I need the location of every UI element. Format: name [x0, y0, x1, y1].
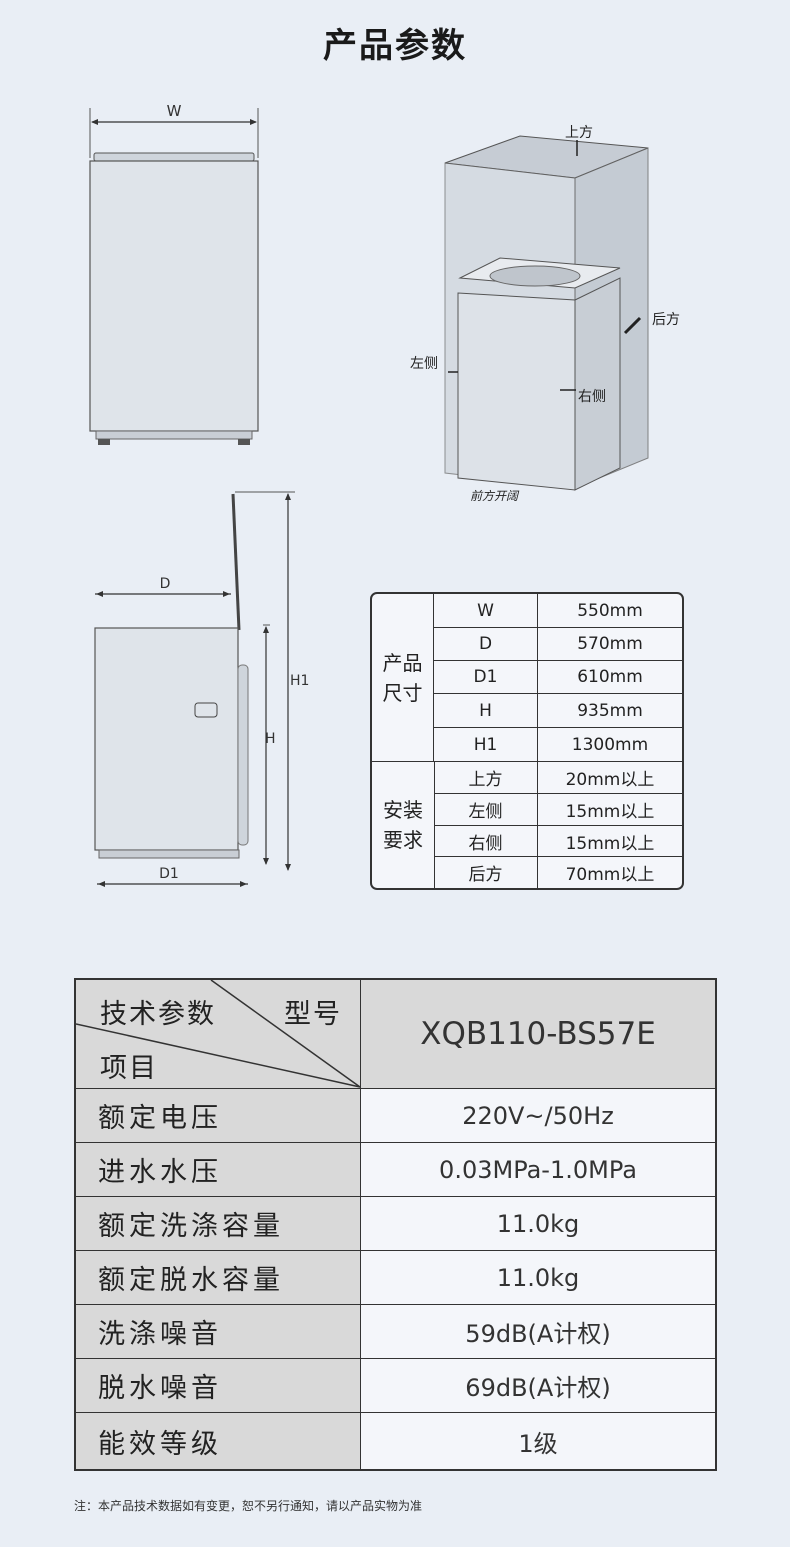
- model-label: 型号: [284, 999, 342, 1030]
- clearance-left-label: 左侧: [410, 356, 438, 372]
- width-label: W: [167, 102, 182, 120]
- model-value: XQB110-BS57E: [361, 980, 715, 1088]
- group-install-requirement: 安装 要求: [372, 762, 435, 888]
- diagonal-divider: [76, 980, 361, 1088]
- depth-label: D: [160, 576, 171, 592]
- item-label: 项目: [100, 1053, 158, 1084]
- tech-params-label: 技术参数: [100, 999, 216, 1030]
- height-label: H: [265, 731, 276, 747]
- front-view-drawing: W: [89, 102, 259, 445]
- depth1-label: D1: [159, 866, 179, 882]
- footnote: 注：本产品技术数据如有变更，恕不另行通知，请以产品实物为准: [74, 1499, 423, 1513]
- clearance-back-label: 后方: [652, 312, 680, 328]
- page-title: 产品参数: [323, 26, 467, 66]
- clearance-front-label: 前方开阔: [470, 489, 520, 503]
- spec-header-row: 技术参数 型号 项目 XQB110-BS57E: [76, 980, 715, 1089]
- installation-clearance-drawing: 上方 后方 左侧 右侧 前方开阔: [410, 125, 680, 503]
- height1-label: H1: [290, 673, 309, 689]
- clearance-right-label: 右侧: [578, 389, 606, 405]
- clearance-top-label: 上方: [565, 125, 593, 141]
- group-product-size: 产品 尺寸: [372, 594, 434, 762]
- side-view-drawing: H1 H D D1: [94, 491, 309, 887]
- spec-header-cell: 技术参数 型号 项目: [76, 980, 361, 1088]
